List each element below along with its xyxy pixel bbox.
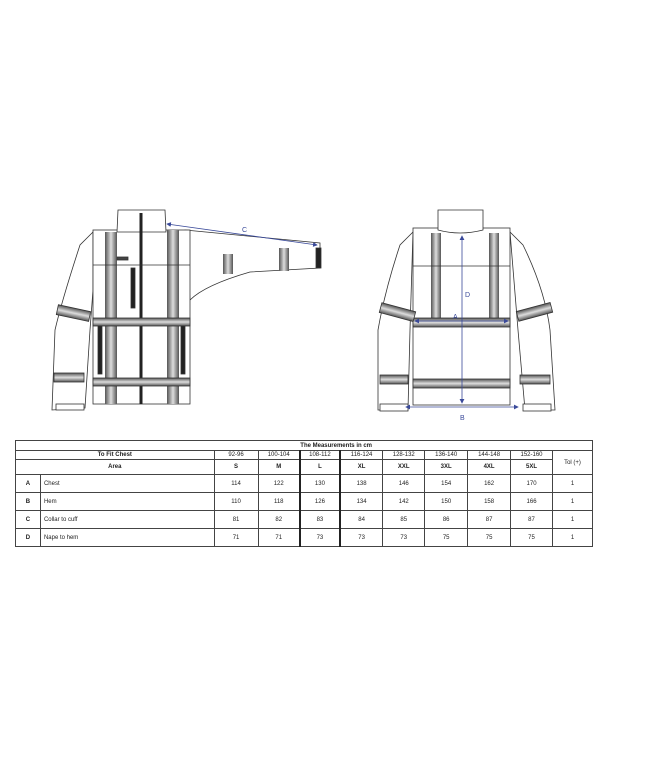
measurement-cell: 134 [338, 492, 384, 511]
dimension-c-line [166, 222, 318, 247]
measurement-cell: 154 [424, 474, 469, 493]
measurement-cell: 85 [382, 510, 426, 529]
measurement-cell: 162 [467, 474, 512, 493]
chest-range: 108-112 [298, 450, 341, 460]
size-header: L [298, 459, 341, 475]
row-code: D [15, 528, 41, 547]
size-header: XXL [382, 459, 426, 475]
measurement-cell: 142 [382, 492, 426, 511]
measurement-cell: 170 [510, 474, 553, 493]
size-header: 5XL [510, 459, 553, 475]
fit-label: To Fit Chest [15, 450, 215, 460]
size-header: M [257, 459, 301, 475]
chest-range: 100-104 [257, 450, 301, 460]
measurement-cell: 75 [510, 528, 553, 547]
back-collar [437, 209, 484, 234]
chest-range: 116-124 [338, 450, 384, 460]
row-area: Hem [39, 492, 215, 511]
measurement-cell: 158 [467, 492, 512, 511]
row-code: A [15, 474, 41, 493]
chest-range: 136-140 [424, 450, 469, 460]
size-chart-table: The Measurements in cm To Fit Chest 92-9… [15, 440, 594, 547]
measurement-cell: 83 [298, 510, 341, 529]
chest-range: 92-96 [213, 450, 259, 460]
measurement-cell: 150 [424, 492, 469, 511]
tolerance-cell: 1 [551, 528, 594, 547]
measurement-cell: 73 [338, 528, 384, 547]
dimension-label-d: D [465, 292, 470, 299]
row-area: Collar to cuff [39, 510, 215, 529]
row-code: C [15, 510, 41, 529]
chest-range: 152-160 [510, 450, 553, 460]
measurement-cell: 126 [298, 492, 341, 511]
size-header: 4XL [467, 459, 512, 475]
tolerance-cell: 1 [551, 492, 594, 511]
measurement-cell: 87 [467, 510, 512, 529]
chest-range: 128-132 [382, 450, 426, 460]
back-jacket [377, 209, 556, 412]
jacket-diagram: C D A B [51, 209, 556, 422]
measurement-cell: 84 [338, 510, 384, 529]
measurement-cell: 118 [257, 492, 301, 511]
measurement-cell: 114 [213, 474, 259, 493]
measurement-cell: 82 [257, 510, 301, 529]
tol-label: Tol (+) [551, 450, 594, 475]
row-area: Chest [39, 474, 215, 493]
chest-range: 144-148 [467, 450, 512, 460]
measurement-cell: 87 [510, 510, 553, 529]
area-label: Area [15, 459, 215, 475]
size-header: XL [338, 459, 384, 475]
measurement-cell: 146 [382, 474, 426, 493]
row-area: Nape to hem [39, 528, 215, 547]
measurement-cell: 110 [213, 492, 259, 511]
tolerance-cell: 1 [551, 510, 594, 529]
row-code: B [15, 492, 41, 511]
dimension-label-a: A [453, 314, 458, 321]
measurement-cell: 73 [298, 528, 341, 547]
table-title: The Measurements in cm [15, 440, 593, 451]
measurement-cell: 138 [338, 474, 384, 493]
measurement-cell: 75 [424, 528, 469, 547]
front-jacket [51, 209, 322, 411]
measurement-cell: 166 [510, 492, 553, 511]
size-header: S [213, 459, 259, 475]
dimension-label-b: B [460, 415, 465, 422]
measurement-cell: 130 [298, 474, 341, 493]
dimension-label-c: C [242, 227, 247, 234]
measurement-cell: 81 [213, 510, 259, 529]
measurement-cell: 86 [424, 510, 469, 529]
measurement-cell: 75 [467, 528, 512, 547]
measurement-cell: 73 [382, 528, 426, 547]
tolerance-cell: 1 [551, 474, 594, 493]
size-header: 3XL [424, 459, 469, 475]
measurement-cell: 122 [257, 474, 301, 493]
front-right-sleeve [184, 229, 321, 301]
measurement-cell: 71 [257, 528, 301, 547]
measurement-cell: 71 [213, 528, 259, 547]
